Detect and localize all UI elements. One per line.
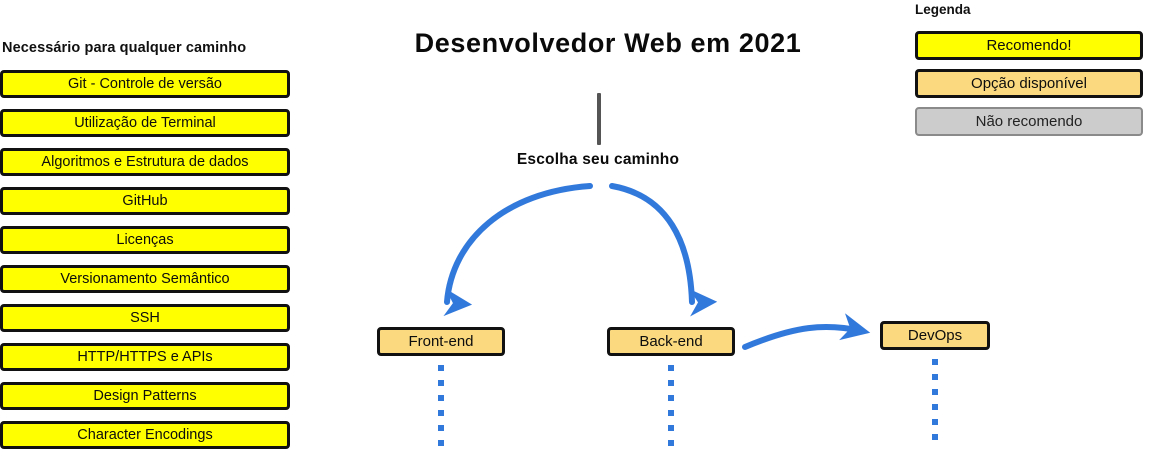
trail-dot (932, 374, 938, 380)
required-skill-box[interactable]: SSH (0, 304, 290, 332)
path-box-devops[interactable]: DevOps (880, 321, 990, 350)
path-box-back-end[interactable]: Back-end (607, 327, 735, 356)
arrow-backend-to-devops (742, 313, 871, 350)
trail-dot (668, 380, 674, 386)
path-box-front-end[interactable]: Front-end (377, 327, 505, 356)
page-title: Desenvolvedor Web em 2021 (414, 28, 802, 58)
trail-dot (438, 395, 444, 401)
required-skill-box[interactable]: Character Encodings (0, 421, 290, 449)
dotted-continuation-back-end (668, 365, 674, 455)
path-node-back-end: Back-end (607, 327, 735, 446)
trail-dot (668, 395, 674, 401)
trail-dot (932, 419, 938, 425)
required-skill-box[interactable]: Algoritmos e Estrutura de dados (0, 148, 290, 176)
dotted-continuation-front-end (438, 365, 444, 455)
required-skill-box[interactable]: HTTP/HTTPS e APIs (0, 343, 290, 371)
title-connector-line (597, 93, 601, 145)
legend: Legenda Recomendo! Opção disponível Não … (915, 2, 1143, 145)
legend-item-nao-recomendo: Não recomendo (915, 107, 1143, 136)
required-skill-box[interactable]: Git - Controle de versão (0, 70, 290, 98)
required-skill-box[interactable]: Versionamento Semântico (0, 265, 290, 293)
required-skill-box[interactable]: Licenças (0, 226, 290, 254)
trail-dot (438, 425, 444, 431)
trail-dot (932, 404, 938, 410)
arrow-to-backend (609, 183, 718, 317)
trail-dot (668, 365, 674, 371)
legend-title: Legenda (915, 2, 971, 17)
required-skills-heading: Necessário para qualquer caminho (2, 40, 247, 56)
trail-dot (668, 425, 674, 431)
choose-path-label: Escolha seu caminho (516, 151, 680, 168)
trail-dot (438, 410, 444, 416)
trail-dot (438, 380, 444, 386)
required-skill-box[interactable]: Design Patterns (0, 382, 290, 410)
legend-item-opcao-disponivel: Opção disponível (915, 69, 1143, 98)
trail-dot (932, 389, 938, 395)
required-skill-box[interactable]: GitHub (0, 187, 290, 215)
required-skill-box[interactable]: Utilização de Terminal (0, 109, 290, 137)
path-node-front-end: Front-end (377, 327, 505, 446)
arrow-to-frontend (443, 183, 593, 317)
legend-item-recomendo: Recomendo! (915, 31, 1143, 60)
trail-dot (668, 410, 674, 416)
required-skills-column: Necessário para qualquer caminho Git - C… (0, 40, 300, 460)
trail-dot (668, 440, 674, 446)
trail-dot (932, 434, 938, 440)
trail-dot (438, 440, 444, 446)
trail-dot (932, 359, 938, 365)
dotted-continuation-devops (932, 359, 938, 449)
trail-dot (438, 365, 444, 371)
path-node-devops: DevOps (880, 321, 990, 440)
